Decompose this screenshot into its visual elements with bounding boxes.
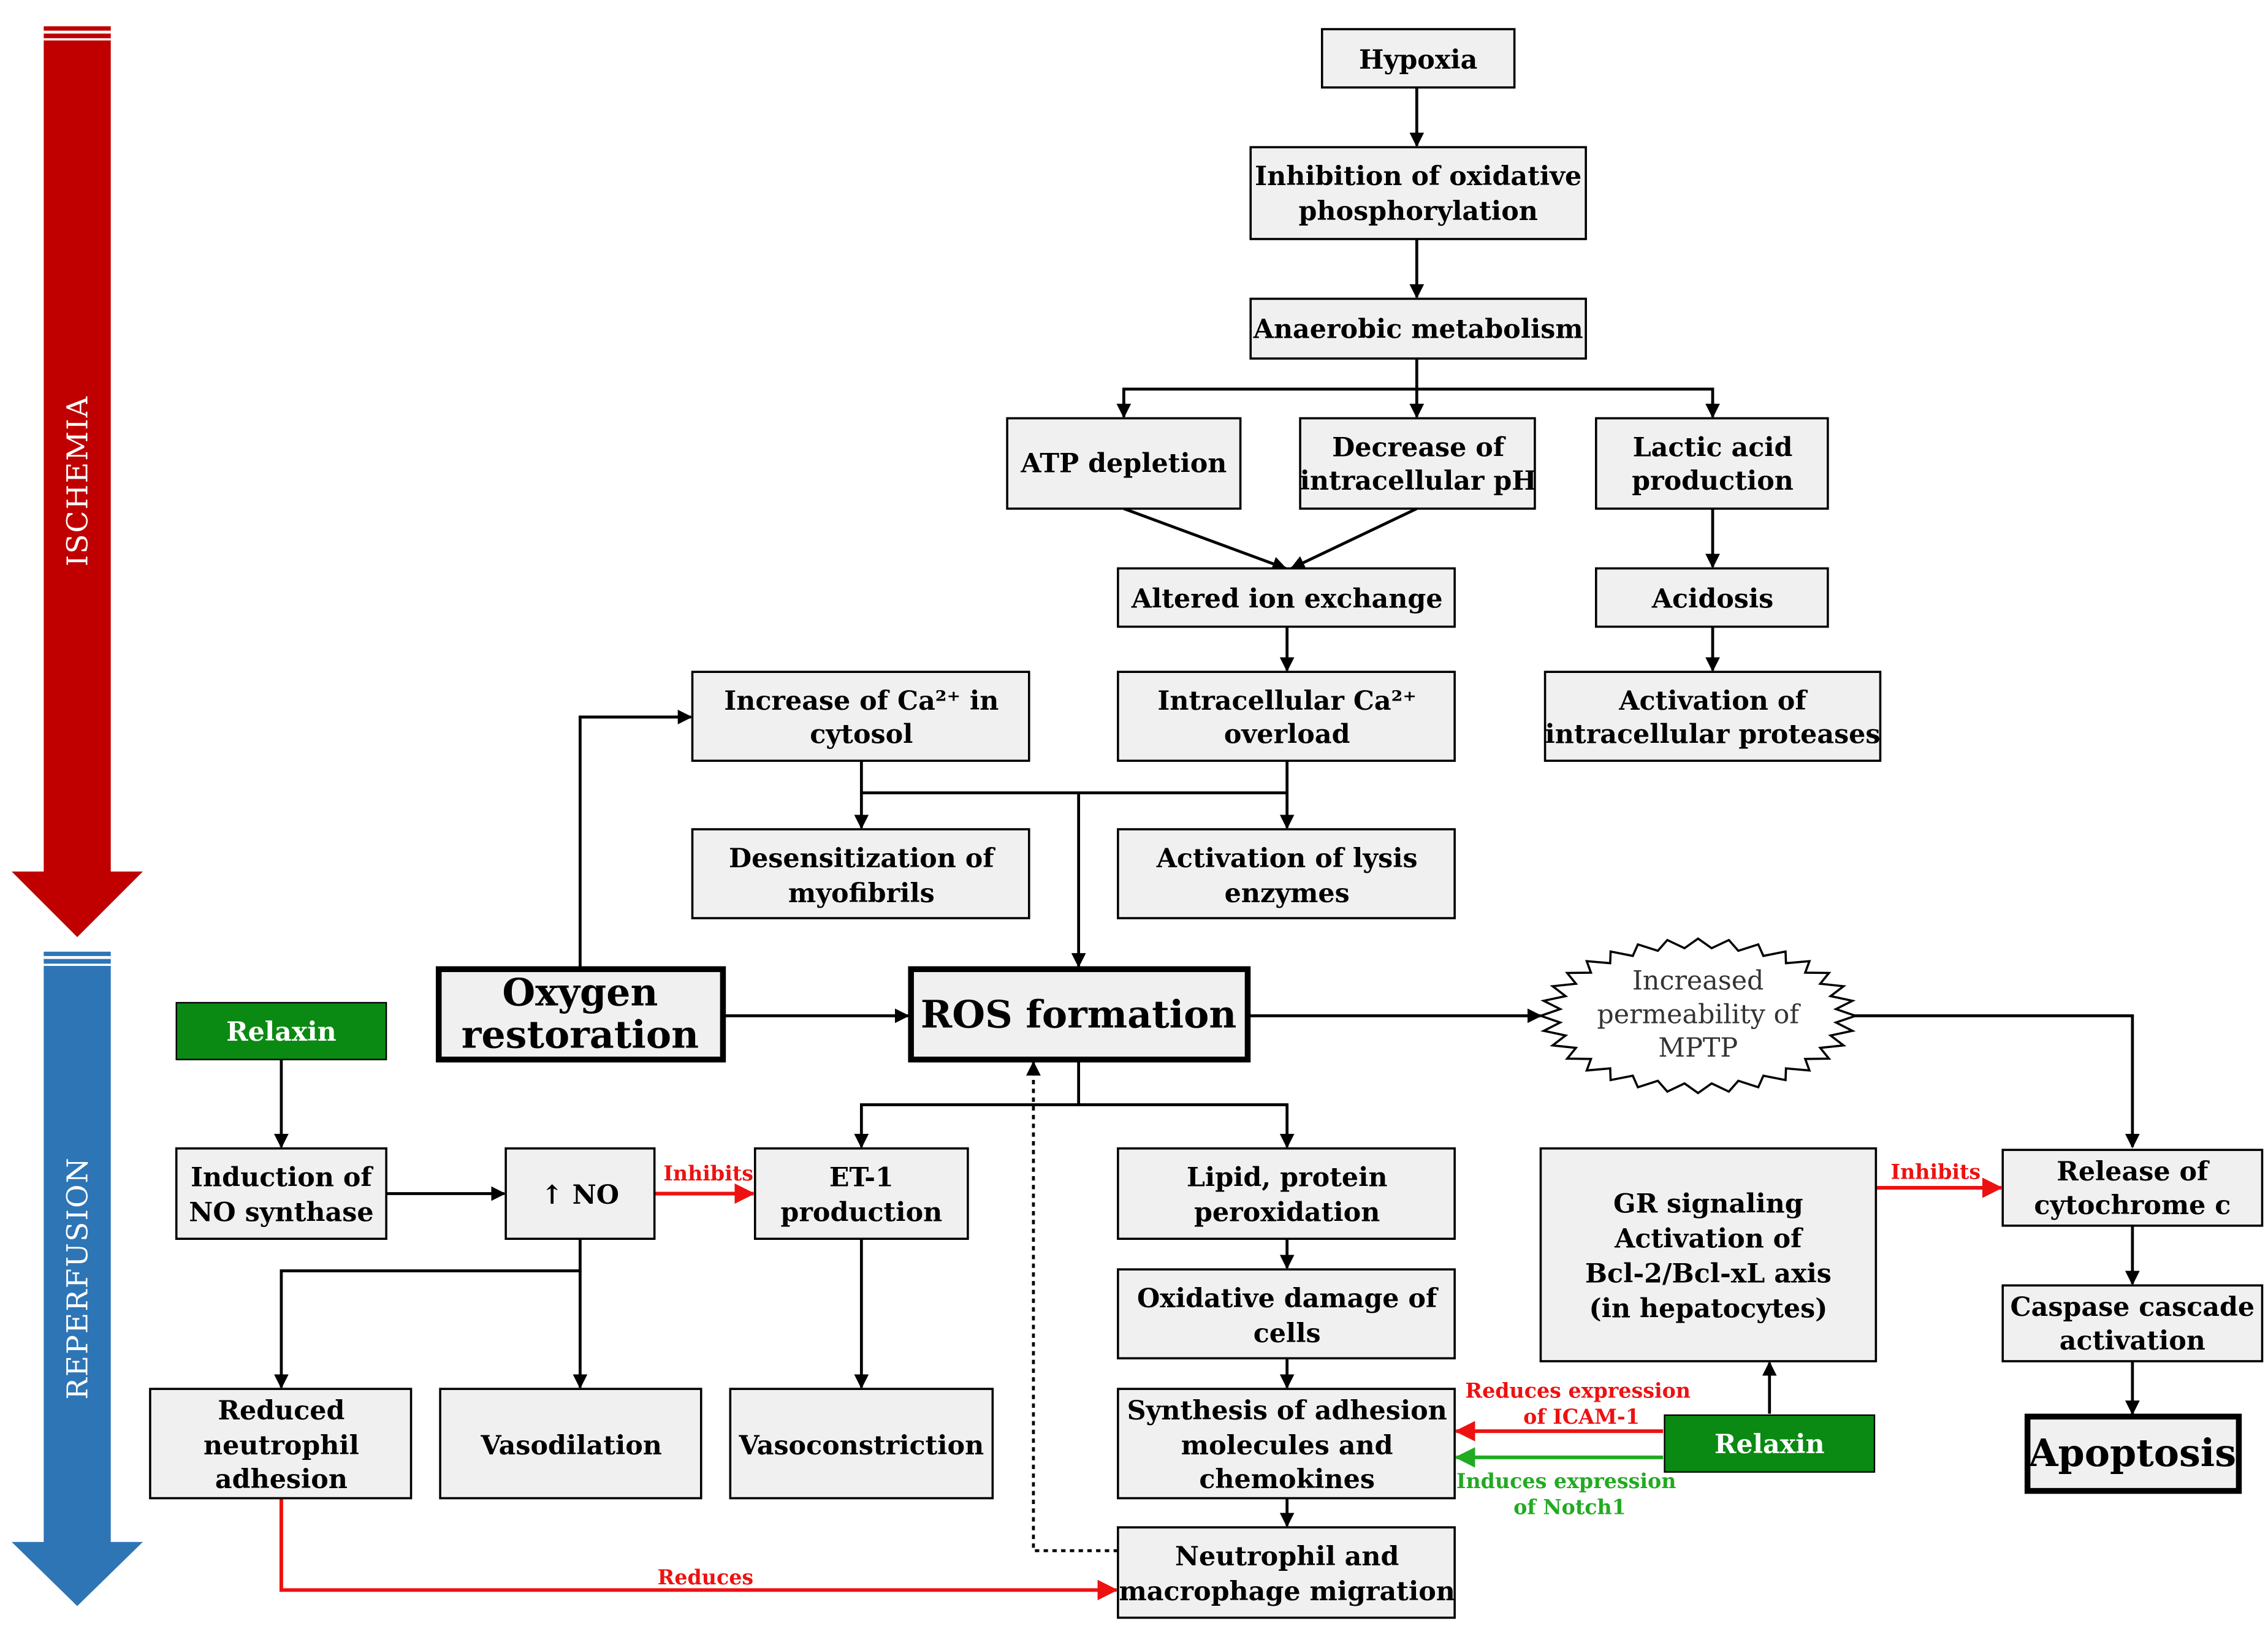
node-ros-formation: ROS formation [908, 966, 1251, 1063]
node-intracellular-ca-overload: Intracellular Ca²⁺overload [1117, 671, 1456, 762]
svg-text:Vasodilation: Vasodilation [480, 1430, 662, 1461]
ischemia-phase-arrow: ISCHEMIA [12, 26, 143, 937]
svg-text:Relaxin: Relaxin [1714, 1429, 1825, 1460]
svg-text:Intracellular Ca²⁺overload: Intracellular Ca²⁺overload [1157, 686, 1417, 750]
node-vasodilation: Vasodilation [439, 1388, 702, 1500]
svg-text:Hypoxia: Hypoxia [1359, 45, 1477, 75]
node-altered-ion-exchange: Altered ion exchange [1117, 567, 1456, 628]
svg-text:↑ NO: ↑ NO [541, 1180, 619, 1210]
node-apoptosis: Apoptosis [2024, 1413, 2242, 1494]
label-induces-notch: Induces expression of Notch1 [1456, 1469, 1683, 1519]
node-increase-no: ↑ NO [504, 1147, 656, 1240]
label-reduces-migration: Reduces [658, 1565, 753, 1589]
node-hypoxia: Hypoxia [1320, 28, 1516, 89]
svg-text:Apoptosis: Apoptosis [2028, 1430, 2237, 1475]
svg-text:Acidosis: Acidosis [1651, 584, 1773, 615]
label-reduces-icam: Reduces expression of ICAM-1 [1465, 1378, 1697, 1429]
label-inhibits-cytochrome: Inhibits [1891, 1160, 1981, 1184]
svg-text:ROS formation: ROS formation [921, 992, 1236, 1036]
node-acidosis: Acidosis [1595, 567, 1829, 628]
node-anaerobic-metabolism: Anaerobic metabolism [1249, 297, 1587, 360]
svg-text:Relaxin: Relaxin [226, 1017, 337, 1047]
connectors [274, 87, 2140, 1600]
node-atp-depletion: ATP depletion [1006, 417, 1242, 510]
ischemia-label: ISCHEMIA [61, 395, 95, 566]
reperfusion-phase-arrow: REPERFUSION [12, 951, 143, 1606]
node-relaxin-top: Relaxin [175, 1001, 387, 1060]
node-relaxin-bottom: Relaxin [1664, 1414, 1876, 1473]
edge-labels: Inhibits Inhibits Reduces expression of … [658, 1160, 1981, 1589]
svg-text:Vasoconstriction: Vasoconstriction [738, 1430, 984, 1461]
label-inhibits-et1: Inhibits [663, 1161, 753, 1185]
svg-text:Anaerobic metabolism: Anaerobic metabolism [1253, 314, 1583, 345]
svg-text:Altered ion exchange: Altered ion exchange [1131, 584, 1443, 615]
svg-text:ATP depletion: ATP depletion [1020, 448, 1227, 479]
node-vasoconstriction: Vasoconstriction [729, 1388, 994, 1500]
reperfusion-label: REPERFUSION [61, 1157, 95, 1399]
